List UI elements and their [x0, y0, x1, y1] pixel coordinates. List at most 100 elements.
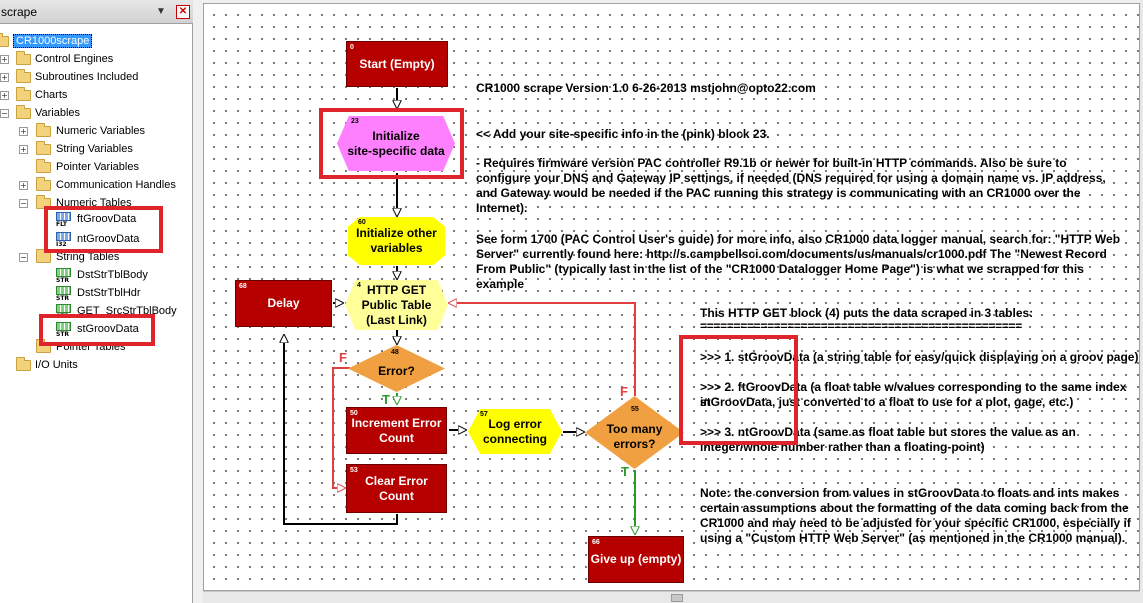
tree-item-string-variables[interactable]: + String Variables: [0, 141, 190, 159]
block-label: Give up (empty): [590, 552, 682, 566]
start-block[interactable]: 0 Start (Empty): [346, 41, 448, 87]
true-label: T: [621, 464, 629, 479]
expand-icon[interactable]: +: [19, 127, 28, 136]
expand-icon[interactable]: +: [0, 73, 9, 82]
block-label: Log error: [488, 416, 542, 431]
tree-item-label: I/O Units: [35, 359, 78, 371]
block-label: Count: [379, 488, 414, 503]
strategy-tree-panel: scrape ▼ ✕ CR1000scrape + Control Engine…: [0, 0, 193, 603]
tree-item-ftgroovdata[interactable]: FLT ftGroovData: [0, 211, 190, 229]
folder-icon: [16, 357, 31, 371]
tree-item-pointer-variables[interactable]: Pointer Variables: [0, 159, 190, 177]
false-label: F: [339, 350, 347, 365]
tree-item-label: DstStrTblBody: [77, 269, 148, 281]
table-item-3a: >>> 3. ntGroovData (same as float table …: [700, 425, 1076, 439]
tree-item-root[interactable]: CR1000scrape: [0, 33, 190, 51]
tree-item-label: Charts: [35, 89, 68, 101]
integer-table-icon: I32: [56, 232, 71, 248]
tree-item-label: String Tables: [56, 251, 120, 263]
folder-icon: [16, 51, 31, 65]
pin-icon[interactable]: ▼: [156, 6, 166, 17]
tree-item-label: Variables: [35, 107, 81, 119]
block-label: Start (Empty): [359, 56, 435, 71]
tree-item-label: Subroutines Included: [35, 71, 139, 83]
requirements-note-4: Internet).: [476, 201, 528, 215]
false-label: F: [620, 384, 628, 399]
tree-item-string-tables[interactable]: − String Tables: [0, 249, 190, 267]
init-site-data-block[interactable]: 23 Initialize site-specific data: [337, 116, 455, 171]
folder-icon: [16, 87, 31, 101]
requirements-note-1: - Requires firmware version PAC controll…: [476, 156, 1067, 170]
tree-item-charts[interactable]: + Charts: [0, 87, 190, 105]
folder-icon: [16, 105, 31, 119]
reference-note-1: See form 1700 (PAC Control User's guide)…: [476, 232, 1121, 246]
tree-item-variables[interactable]: − Variables: [0, 105, 190, 123]
folder-icon: [36, 123, 51, 137]
vertical-scrollbar[interactable]: [1140, 0, 1143, 603]
folder-icon: [36, 195, 51, 209]
tree-item-label: ftGroovData: [77, 213, 137, 225]
folder-icon: [0, 33, 9, 47]
block-label: Too many: [606, 421, 663, 436]
tree-item-label: Control Engines: [35, 53, 114, 65]
block-label: site-specific data: [347, 143, 445, 158]
tree-item-communication-handles[interactable]: + Communication Handles: [0, 177, 190, 195]
tree-item-label: ntGroovData: [77, 233, 140, 245]
expand-icon[interactable]: +: [19, 145, 28, 154]
tree-item-dststrtblbody[interactable]: STR DstStrTblBody: [0, 267, 190, 285]
reference-note-4: example: [476, 277, 525, 291]
give-up-block[interactable]: 66 Give up (empty): [588, 536, 684, 583]
tree-item-dststrtblhdr[interactable]: STR DstStrTblHdr: [0, 285, 190, 303]
panel-title: scrape: [1, 5, 38, 19]
panel-splitter[interactable]: [193, 0, 203, 603]
close-icon[interactable]: ✕: [176, 5, 190, 19]
expand-icon[interactable]: +: [0, 91, 9, 100]
tree-item-stgroovdata[interactable]: STR stGroovData: [0, 321, 190, 339]
tree-item-control-engines[interactable]: + Control Engines: [0, 51, 190, 69]
table-item-2b: stGroovData, just converted to a float t…: [700, 395, 1074, 409]
collapse-icon[interactable]: −: [19, 253, 28, 262]
block-label: errors?: [613, 436, 656, 451]
collapse-icon[interactable]: −: [0, 109, 9, 118]
horizontal-scrollbar[interactable]: [203, 591, 1140, 603]
http-block-note: This HTTP GET block (4) puts the data sc…: [700, 306, 1034, 320]
table-item-2a: >>> 2. ftGroovData (a float table w/valu…: [700, 380, 1127, 409]
strategy-title-note: CR1000 scrape Version 1.0 6-26-2013 mstj…: [476, 81, 816, 95]
folder-icon: [36, 177, 51, 191]
scrollbar-thumb[interactable]: [671, 594, 683, 602]
tree-item-numeric-variables[interactable]: + Numeric Variables: [0, 123, 190, 141]
connector-toomany-false: [449, 303, 636, 396]
string-table-icon: STR: [56, 268, 71, 284]
flow-connectors: [204, 88, 1140, 591]
tree-item-subroutines[interactable]: + Subroutines Included: [0, 69, 190, 87]
flowchart-canvas[interactable]: 0 Start (Empty) 23 Initialize site-speci…: [203, 3, 1140, 591]
init-other-vars-block[interactable]: 60 Initialize other variables: [348, 217, 445, 265]
tree-item-label: Numeric Variables: [56, 125, 146, 137]
conversion-note-4: using a "Custom HTTP Web Server" (as men…: [700, 531, 1126, 545]
float-table-icon: FLT: [56, 212, 71, 228]
log-error-block[interactable]: 57 Log error connecting: [468, 409, 562, 454]
delay-block[interactable]: 68 Delay: [235, 280, 332, 327]
tree-item-ntgroovdata[interactable]: I32 ntGroovData: [0, 231, 190, 249]
block-label: Public Table: [361, 297, 432, 312]
conversion-note-2: certain assumptions about the formatting…: [700, 501, 1129, 515]
connector-error-false: [332, 367, 350, 488]
clear-error-block[interactable]: 53 Clear Error Count: [346, 464, 447, 513]
increment-error-block[interactable]: 50 Increment Error Count: [346, 407, 447, 454]
reference-note-2: Server" currently found here: http://s.c…: [476, 247, 1107, 261]
conversion-note-3: CR1000 and may need to be adjusted for y…: [700, 516, 1131, 530]
site-info-note: << Add your site-specific info in the (p…: [476, 127, 770, 141]
expand-icon[interactable]: +: [0, 55, 9, 64]
highlight-init-site-block: [319, 108, 464, 179]
tree-item-label: DstStrTblHdr: [77, 287, 141, 299]
requirements-note-2: configure your DNS and Gateway IP settin…: [476, 171, 1106, 185]
http-get-block[interactable]: 4 HTTP GET Public Table (Last Link): [345, 280, 448, 330]
block-label: Error?: [378, 364, 415, 378]
collapse-icon[interactable]: −: [19, 199, 28, 208]
highlight-table-list: [679, 335, 798, 445]
expand-icon[interactable]: +: [19, 181, 28, 190]
block-label: (Last Link): [366, 312, 427, 327]
separator-line: ========================================…: [700, 319, 1022, 333]
tree-item-io-units[interactable]: I/O Units: [0, 357, 190, 375]
